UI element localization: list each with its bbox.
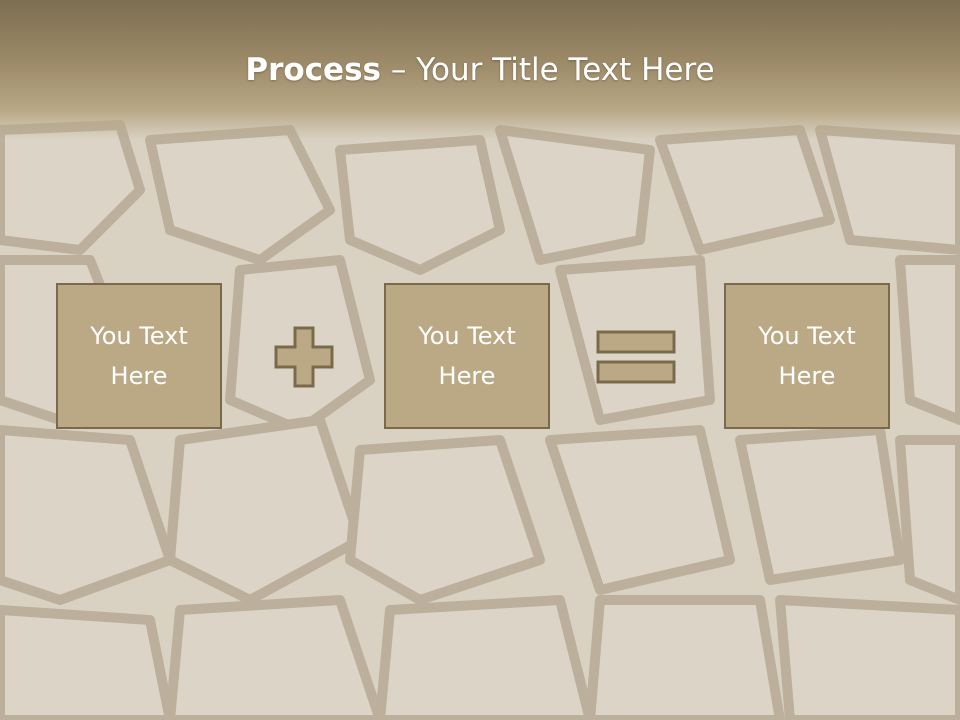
process-box-2-text: You Text Here: [418, 322, 516, 390]
process-box-3-text: You Text Here: [758, 322, 856, 390]
process-box-1[interactable]: You Text Here: [56, 283, 222, 429]
process-box-1-text: You Text Here: [90, 322, 188, 390]
title-rest: – Your Title Text Here: [381, 52, 715, 88]
equals-icon: [596, 330, 676, 384]
title-bar: [0, 0, 960, 140]
slide-title: Process – Your Title Text Here: [0, 52, 960, 88]
title-bold: Process: [245, 52, 381, 88]
plus-icon: [274, 326, 334, 388]
process-box-2[interactable]: You Text Here: [384, 283, 550, 429]
process-box-3[interactable]: You Text Here: [724, 283, 890, 429]
